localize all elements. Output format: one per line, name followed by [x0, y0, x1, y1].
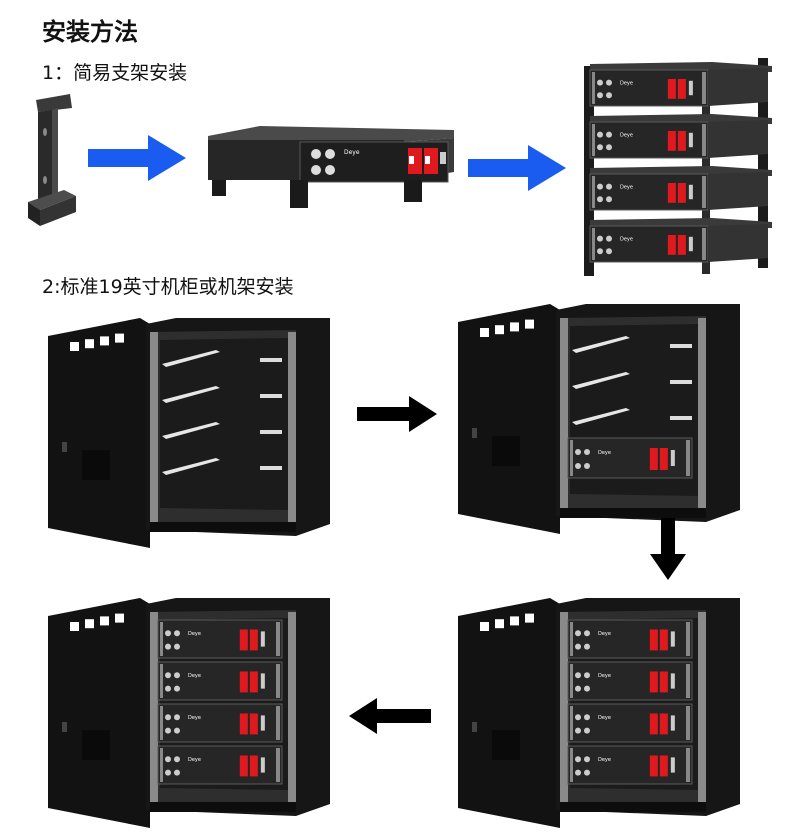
down-arrow-icon — [650, 518, 686, 580]
brand-mark: Deye — [598, 715, 611, 721]
battery-module-image: Deye — [208, 126, 454, 208]
brand-mark: Deye — [188, 757, 201, 763]
brand-mark: Deye — [598, 631, 611, 637]
right-arrow-icon — [88, 135, 186, 181]
brand-mark: Deye — [188, 715, 201, 721]
brand-mark: Deye — [620, 80, 633, 86]
empty-cabinet-image — [48, 318, 330, 548]
step1-label: 1：简易支架安装 — [42, 62, 188, 84]
left-arrow-icon — [349, 698, 431, 734]
brand-mark: Deye — [344, 149, 360, 156]
brand-mark: Deye — [188, 673, 201, 679]
right-arrow-icon — [468, 145, 566, 191]
brand-mark: Deye — [598, 673, 611, 679]
brand-mark: Deye — [620, 236, 633, 242]
brand-mark: Deye — [620, 132, 633, 138]
cabinet-one-module-image: Deye — [458, 304, 740, 534]
page-title: 安装方法 — [42, 18, 138, 46]
brand-mark: Deye — [598, 450, 611, 456]
brand-mark: Deye — [620, 184, 633, 190]
right-arrow-icon — [357, 396, 437, 432]
brand-mark: Deye — [188, 631, 201, 637]
brand-mark: Deye — [598, 757, 611, 763]
step2-label: 2:标准19英寸机柜或机架安装 — [42, 276, 294, 298]
mounting-bracket-image — [28, 94, 76, 226]
